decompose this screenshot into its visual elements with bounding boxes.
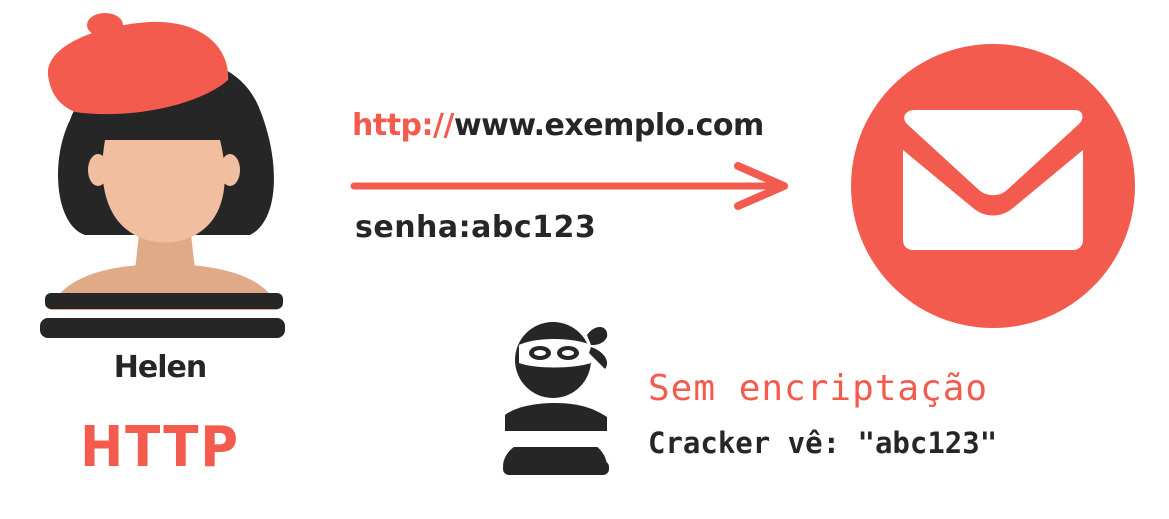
cracker-sees-text: Cracker vê: "abc123" [648,426,998,460]
password-text: senha:abc123 [355,210,597,245]
transmission-arrow [350,160,790,212]
woman-with-beret-icon [40,13,285,338]
user-avatar [30,10,300,350]
no-encryption-warning: Sem encriptação [648,368,989,409]
protocol-label: HTTP [80,415,240,480]
mail-envelope-icon [851,44,1135,328]
attacker-figure [495,315,620,480]
masked-cracker-icon [503,322,609,475]
url-scheme: http:// [352,108,454,143]
destination-mail [845,40,1145,332]
url-host: www.exemplo.com [453,108,764,143]
arrow-right-icon [350,162,788,210]
user-name: Helen [113,350,207,385]
request-url: http://www.exemplo.com [352,108,764,143]
